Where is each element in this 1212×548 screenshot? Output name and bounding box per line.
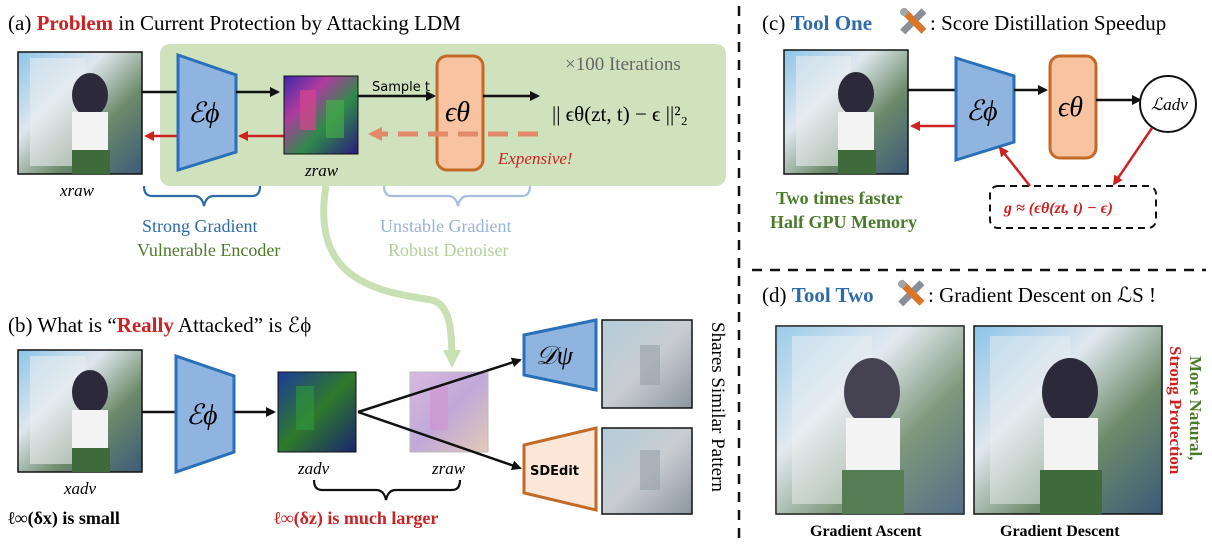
panel-c-title: (c) Tool One [762,11,872,35]
linf-x-label: ℓ∞(δx) is small [8,508,120,529]
descent-label: Gradient Descent [1000,523,1120,540]
panel-a-title: (a) Problem in Current Protection by Att… [8,11,461,35]
unstable-gradient-label: Unstable Gradient [380,216,511,236]
output-decoder-image [601,319,693,409]
panel-c-title-rest: : Score Distillation Speedup [930,11,1166,35]
latent-z-raw [283,75,359,155]
linf-z-label: ℓ∞(δz) is much larger [274,508,438,529]
sdedit-label: SDEdit [530,464,579,479]
vulnerable-encoder-label: Vulnerable Encoder [137,240,280,260]
strong-gradient-label: Strong Gradient [142,216,257,236]
denoiser-symbol: ϵθ [445,97,470,128]
loss-formula: || ϵθ(zt, t) − ϵ ||²₂ [552,102,688,126]
panel-a: (a) Problem in Current Protection by Att… [8,11,726,368]
iterations-label: ×100 Iterations [565,54,681,75]
z-raw-label: zraw [304,161,339,180]
arrow-c-gradient-to-encoder [998,146,1031,187]
image-x-adv [17,349,143,473]
latent-z-adv [277,371,357,453]
side-label-natural: More Natural, [1186,356,1205,461]
brace-encoder [142,185,262,207]
arrow-to-sdedit [357,410,522,471]
image-gradient-descent [973,325,1163,515]
encoder-symbol: ℰϕ [188,98,219,129]
expensive-label: Expensive! [497,149,573,168]
image-gradient-ascent [775,325,965,515]
arrow-to-decoder [357,357,522,414]
brace-denoiser [382,185,532,207]
loss-node [1139,75,1197,133]
sample-t-label: Sample t [372,80,430,95]
shares-pattern-label: Shares Similar Pattern [707,322,728,492]
encoder-symbol-c: ℰϕ [966,96,997,127]
robust-denoiser-label: Robust Denoiser [388,240,509,260]
denoiser-block-c [1048,54,1098,160]
denoiser-symbol-c: ϵθ [1058,92,1083,123]
encoder-block-b [174,353,236,475]
panel-b: (b) What is “Really Attacked” is ℰϕ xadv… [8,313,728,529]
arrow-shared-latent [320,185,461,368]
loss-symbol: ℒadv [1151,95,1188,114]
encoder-symbol-b: ℰϕ [186,400,217,431]
z-raw-label-b: zraw [431,459,466,478]
tools-icon [900,7,927,35]
z-adv-label: zadv [297,459,330,478]
panel-d: (d) Tool Two : Gradient Descent on ℒS ! … [762,279,1205,540]
tools-icon-d [898,279,925,307]
latent-z-raw-b [409,371,489,453]
x-raw-label: xraw [59,181,95,200]
sdedit-block [522,426,598,512]
output-sdedit-image [601,427,693,515]
decoder-block [522,318,598,392]
arrow-c-loss-to-gradient [1112,127,1154,186]
image-x-raw [17,51,143,175]
x-adv-label: xadv [63,479,97,498]
image-c [783,49,909,175]
panel-c: (c) Tool One : Score Distillation Speedu… [762,7,1197,232]
brace-latents [312,479,462,501]
gradient-formula: g ≈ (ϵθ(zt, t) − ϵ) [1003,200,1113,217]
faster-label: Two times faster [776,188,903,208]
ascent-label: Gradient Ascent [810,523,922,540]
decoder-symbol: 𝒟ψ [536,341,574,370]
memory-label: Half GPU Memory [770,212,917,232]
panel-d-title-rest: : Gradient Descent on ℒS ! [928,283,1156,307]
denoiser-block [435,54,485,172]
gradient-box [989,185,1157,229]
encoder-block [176,52,238,173]
panel-b-title: (b) What is “Really Attacked” is ℰϕ [8,313,311,337]
encoder-block-c [954,55,1016,163]
side-label-protection: Strong Protection [1166,346,1185,475]
panel-d-title: (d) Tool Two [762,283,874,307]
